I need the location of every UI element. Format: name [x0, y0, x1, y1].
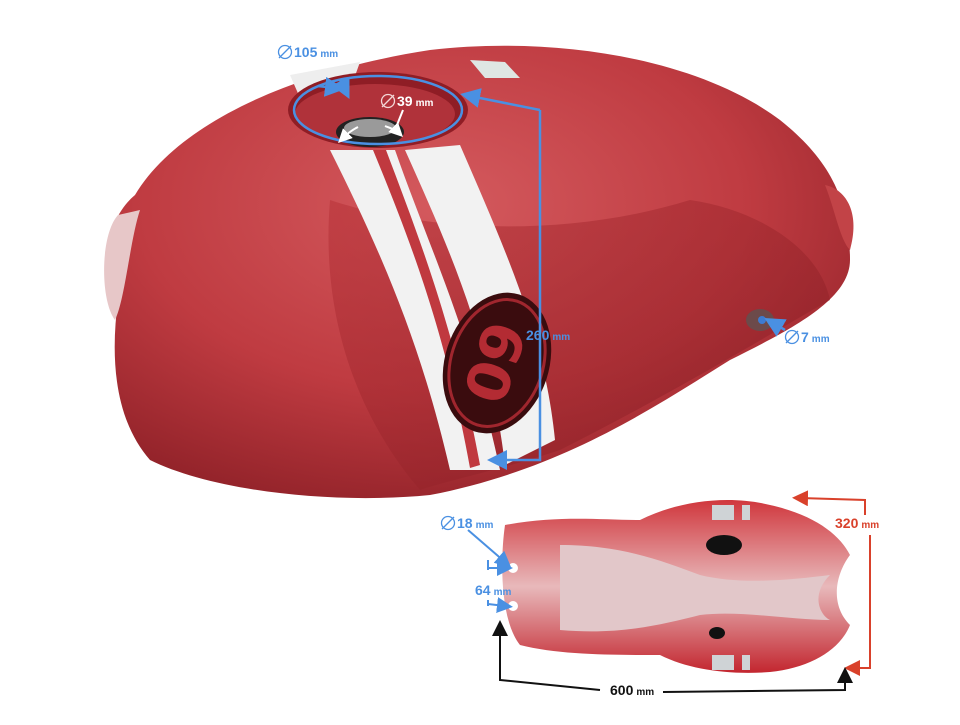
- tank-main-view: 09: [104, 45, 854, 499]
- diameter-icon: [380, 93, 396, 109]
- width-dimension-line: [792, 490, 871, 676]
- diameter-icon: [277, 44, 293, 60]
- tank-bottom-view: [502, 500, 850, 673]
- dimension-lines-bottom: [467, 529, 513, 614]
- diameter-icon: [440, 515, 456, 531]
- cap-dimension-arrows: [338, 109, 404, 143]
- dimension-lines-main: [292, 74, 787, 470]
- length-dimension-line: [492, 620, 853, 693]
- diameter-icon: [784, 329, 800, 345]
